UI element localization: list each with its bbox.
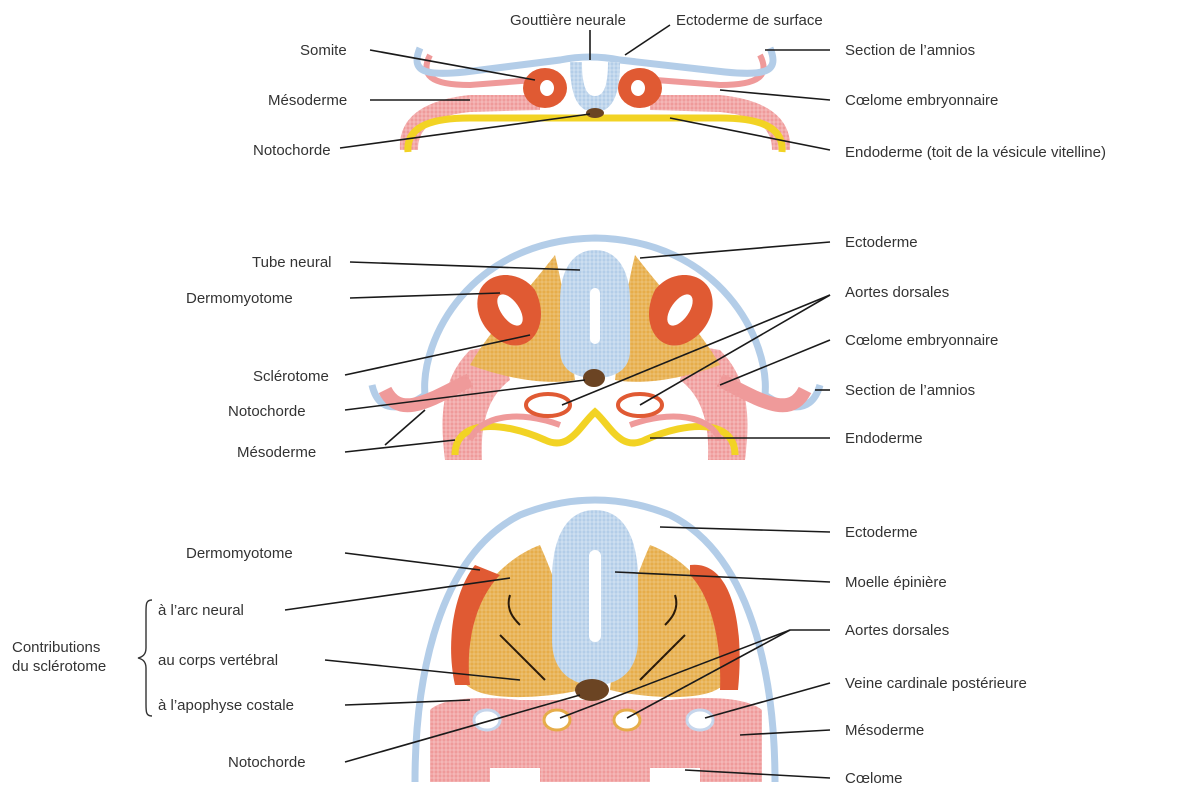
- posterior-cardinal-vein-right: [687, 710, 713, 730]
- label-posterior-cardinal-vein: Veine cardinale postérieure: [845, 675, 1027, 692]
- label-contributions-line1: Contributions: [12, 639, 100, 656]
- dorsal-aorta-left: [544, 710, 570, 730]
- leader-line: [720, 340, 830, 385]
- panel-1-neural-groove-stage: Gouttière neurale Ectoderme de surface S…: [253, 12, 1106, 161]
- label-mesoderm: Mésoderme: [268, 92, 347, 109]
- label-amnion-section: Section de l’amnios: [845, 382, 975, 399]
- mesoderm-layer: [400, 95, 540, 150]
- label-neural-groove: Gouttière neurale: [510, 12, 626, 29]
- label-notochord: Notochorde: [253, 142, 331, 159]
- label-dermomyotome: Dermomyotome: [186, 545, 293, 562]
- posterior-cardinal-vein-left: [474, 710, 500, 730]
- label-endoderm: Endoderme: [845, 430, 923, 447]
- leader-line: [625, 25, 670, 55]
- leader-line: [345, 553, 480, 570]
- central-canal: [589, 550, 601, 642]
- label-contributions-line2: du sclérotome: [12, 658, 106, 675]
- label-notochord: Notochorde: [228, 754, 306, 771]
- label-mesoderm: Mésoderme: [237, 444, 316, 461]
- neural-plate: [570, 62, 620, 112]
- label-embryonic-coelom: Cœlome embryonnaire: [845, 92, 998, 109]
- label-ectoderm: Ectoderme: [845, 234, 918, 251]
- label-notochord: Notochorde: [228, 403, 306, 420]
- label-dermomyotome: Dermomyotome: [186, 290, 293, 307]
- label-surface-ectoderm: Ectoderme de surface: [676, 12, 823, 29]
- leader-line: [345, 440, 455, 452]
- label-endoderm-roof: Endoderme (toit de la vésicule vitelline…: [845, 144, 1106, 161]
- label-vertebral-body: au corps vertébral: [158, 652, 278, 669]
- label-costal-process: à l’apophyse costale: [158, 697, 294, 714]
- label-amnion-section: Section de l’amnios: [845, 42, 975, 59]
- label-mesoderm: Mésoderme: [845, 722, 924, 739]
- leader-line: [350, 262, 580, 270]
- label-spinal-cord: Moelle épinière: [845, 574, 947, 591]
- label-embryonic-coelom: Cœlome embryonnaire: [845, 332, 998, 349]
- label-somite: Somite: [300, 42, 347, 59]
- label-ectoderm: Ectoderme: [845, 524, 918, 541]
- ectoderm-layer: [417, 48, 773, 73]
- label-neural-tube: Tube neural: [252, 254, 332, 271]
- leader-line: [385, 410, 425, 445]
- somite-right-cavity: [631, 80, 645, 96]
- leader-line: [350, 293, 500, 298]
- panel-2-neural-tube-stage: Tube neural Dermomyotome Sclérotome Noto…: [186, 234, 998, 461]
- mesoderm-layer: [650, 95, 790, 150]
- label-dorsal-aortas: Aortes dorsales: [845, 284, 949, 301]
- label-sclerotome: Sclérotome: [253, 368, 329, 385]
- somite-left-cavity: [540, 80, 554, 96]
- label-dorsal-aortas: Aortes dorsales: [845, 622, 949, 639]
- label-neural-arch: à l’arc neural: [158, 602, 244, 619]
- endoderm-layer: [408, 118, 782, 152]
- label-coelom: Cœlome: [845, 770, 903, 787]
- leader-line: [660, 527, 830, 532]
- notochord: [583, 369, 605, 387]
- panel-3-vertebral-stage: Dermomyotome Contributions du sclérotome…: [12, 500, 1027, 787]
- contributions-brace: [138, 600, 152, 716]
- notochord: [586, 108, 604, 118]
- notochord: [575, 679, 609, 701]
- neural-canal: [590, 288, 600, 344]
